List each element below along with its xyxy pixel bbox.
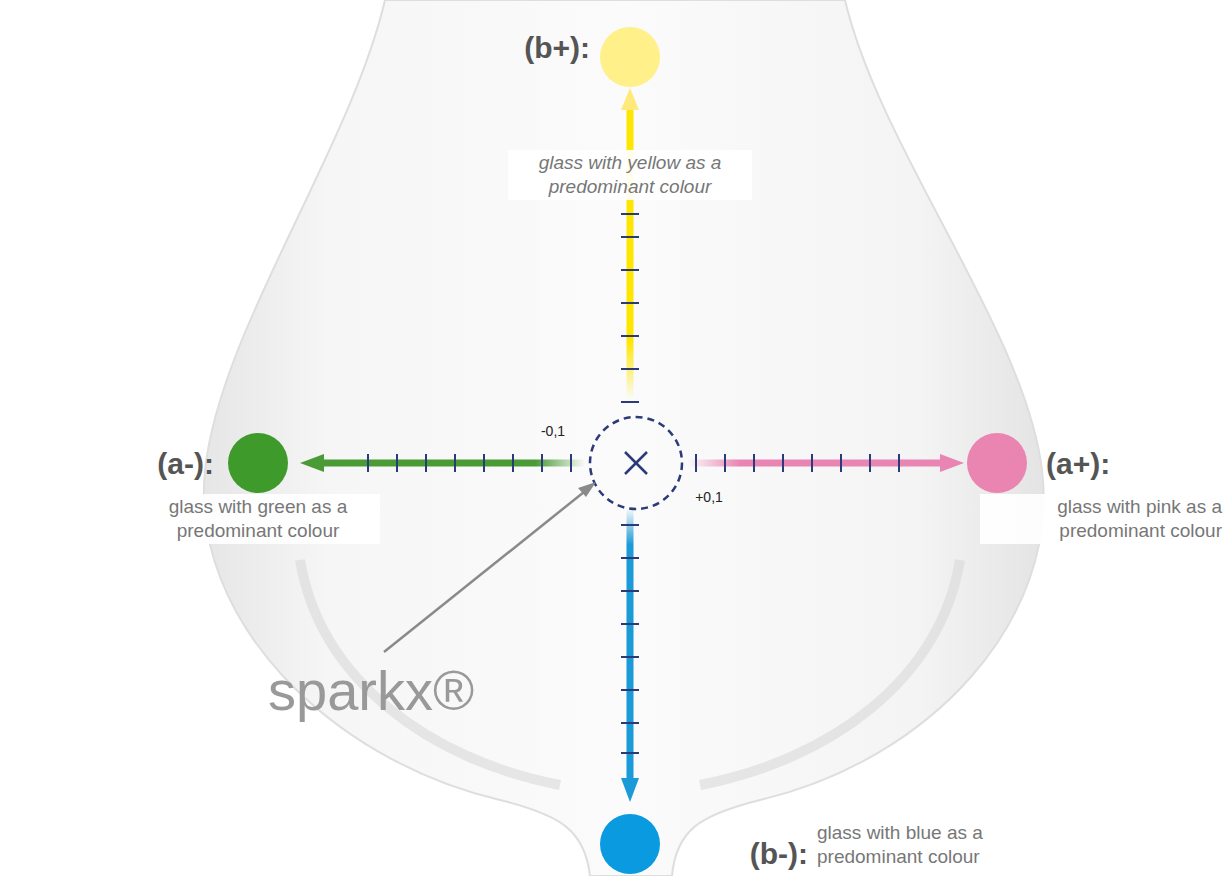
colour-circle: (a-):glass with green as a predominant c… <box>228 433 288 493</box>
brand-logo: sparkx® <box>268 658 474 723</box>
dashed-circle <box>590 417 682 509</box>
axis-heading: (a+): <box>1046 447 1110 480</box>
arrow-head <box>940 454 964 472</box>
circle-shape <box>967 433 1027 493</box>
arrow-head <box>300 454 324 472</box>
colour-circle: (b+):glass with yellow as a predominant … <box>600 27 660 87</box>
colour-circle: (a+):glass with pink as a predominant co… <box>967 433 1027 493</box>
scale-value: +0,1 <box>695 489 723 505</box>
axis-heading: (b+): <box>524 31 590 64</box>
wine-glass <box>204 0 1044 876</box>
circle-fill <box>600 814 660 874</box>
circle-shape <box>600 814 660 874</box>
scale-value: -0,1 <box>541 423 565 439</box>
axis-line <box>322 460 585 467</box>
axis-description: glass with pink as a predominant colour <box>980 494 1224 544</box>
arrow-head <box>621 778 639 802</box>
glass-shading <box>700 560 960 785</box>
axis-description: glass with green as a predominant colour <box>136 494 380 544</box>
axis-line <box>627 508 634 780</box>
colour-circle: (b-):glass with blue as a predominant co… <box>600 814 660 874</box>
axis-description: glass with blue as a predominant colour <box>815 820 1059 870</box>
circle-shape <box>228 433 288 493</box>
center-cross <box>625 452 647 474</box>
arrow-head <box>621 88 639 110</box>
circle-fill <box>967 433 1027 493</box>
circle-fill <box>600 27 660 87</box>
circle-shape <box>600 27 660 87</box>
axis-heading: (b-): <box>750 837 808 870</box>
leader-line <box>384 492 584 652</box>
axis-description: glass with yellow as a predominant colou… <box>508 150 752 200</box>
axis-heading: (a-): <box>157 447 214 480</box>
leader-arrow-head <box>578 482 596 497</box>
circle-fill <box>228 433 288 493</box>
axis-line <box>688 460 942 467</box>
